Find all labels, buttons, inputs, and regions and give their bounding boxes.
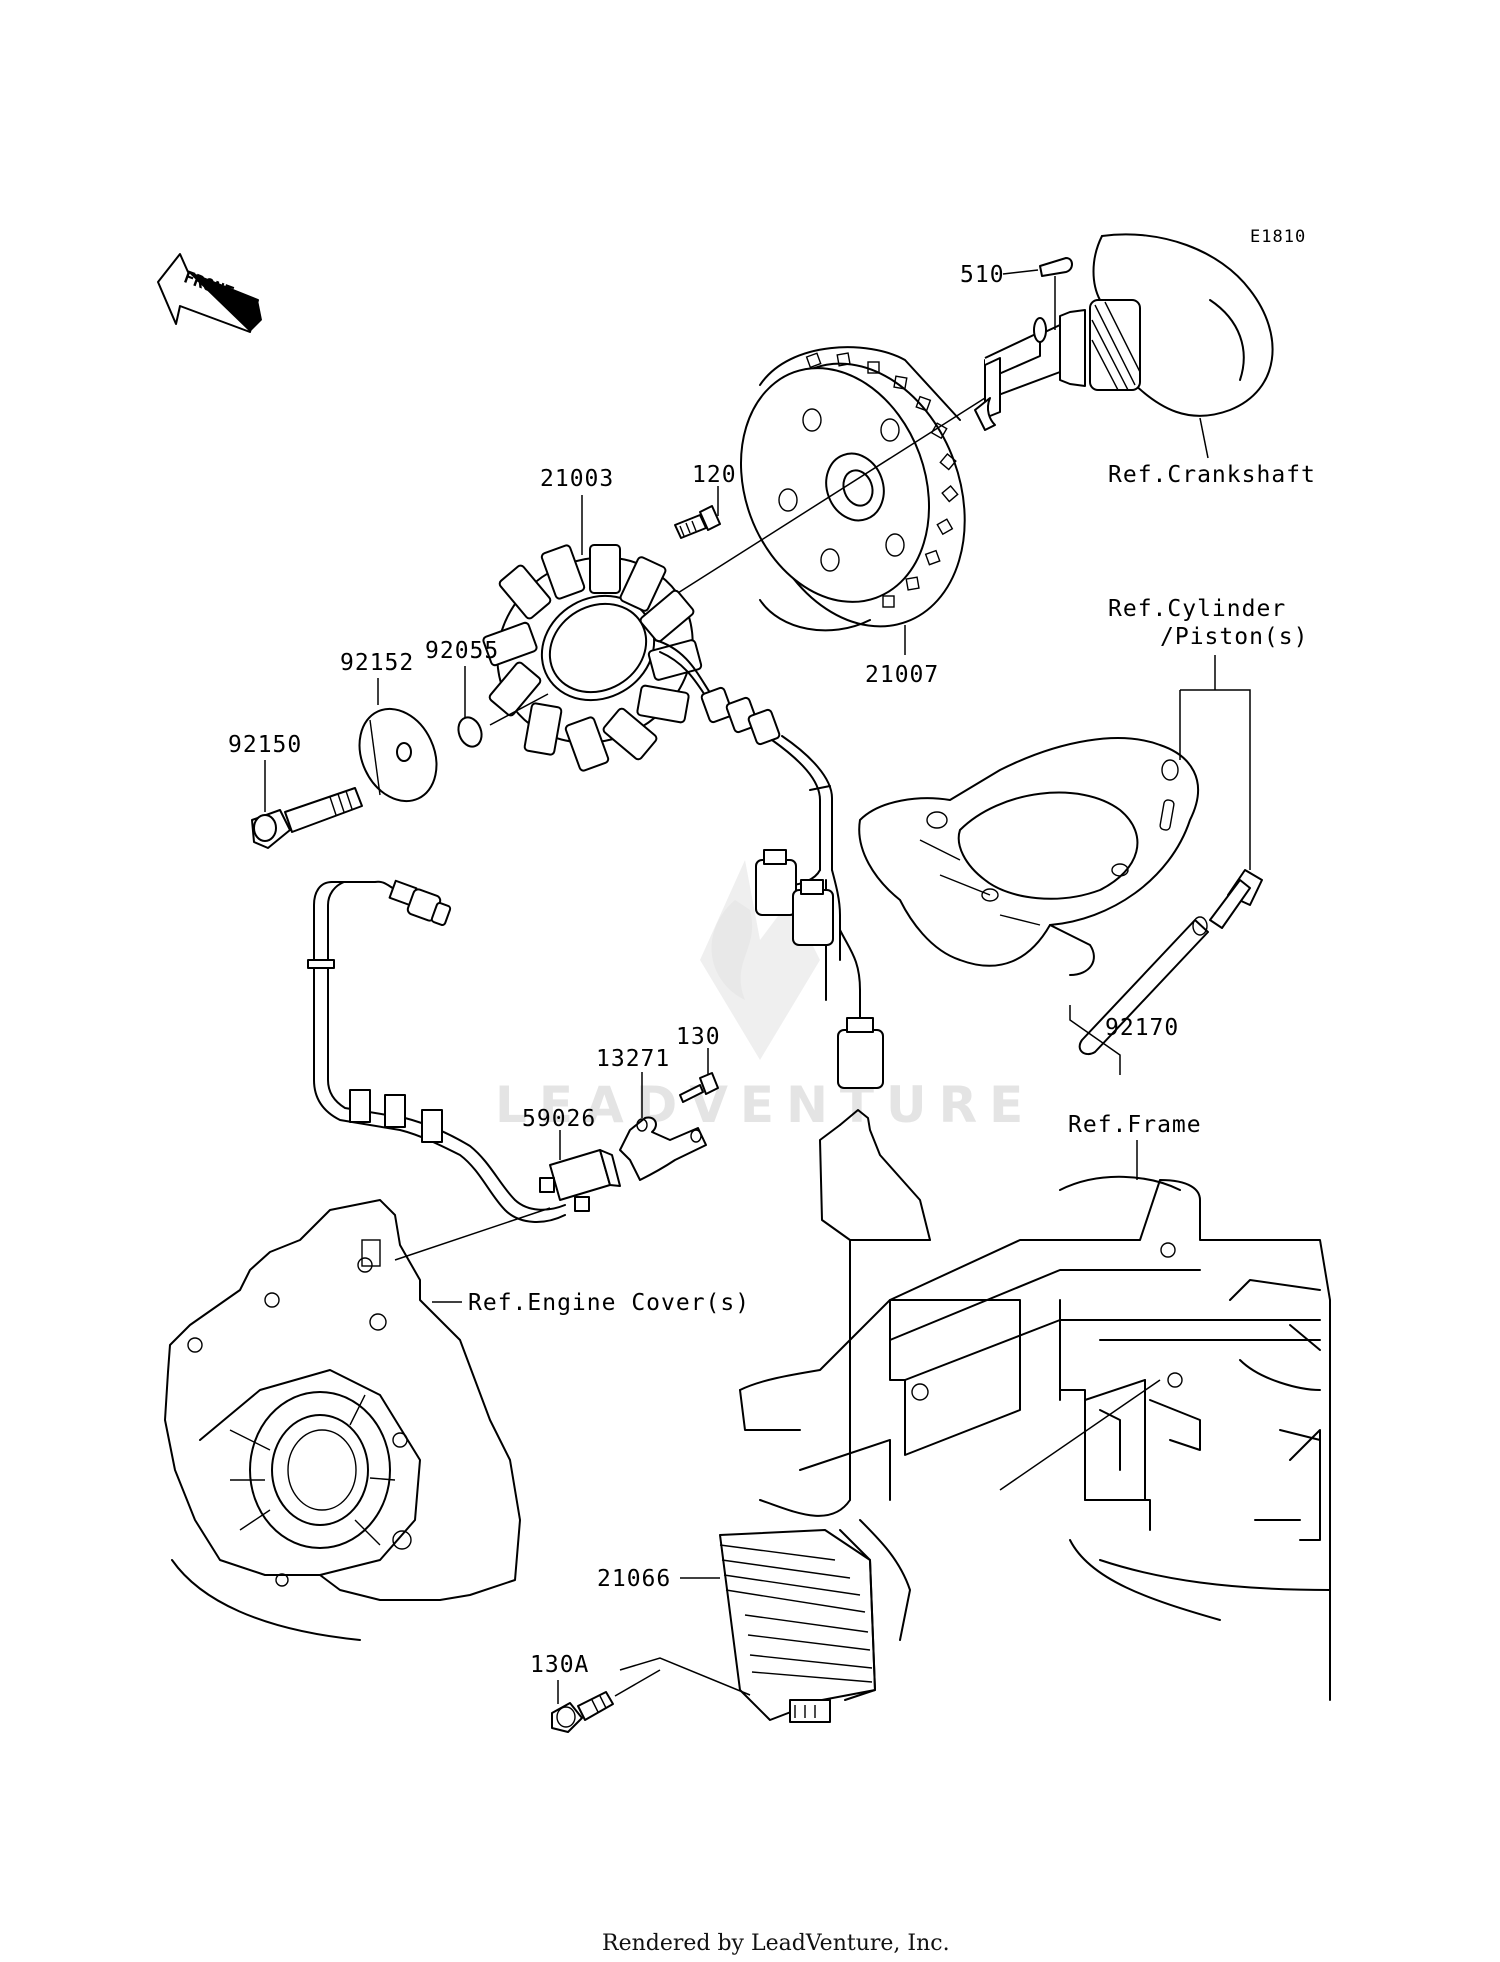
ref-label-engine-cover: Ref.Engine Cover(s) xyxy=(468,1290,750,1316)
ref-label-crankshaft: Ref.Crankshaft xyxy=(1108,462,1316,488)
part-label-21003: 21003 xyxy=(540,466,614,492)
bracket-13271-drawing xyxy=(619,1048,719,1181)
bolt-92150-drawing xyxy=(251,760,363,849)
part-label-92152: 92152 xyxy=(340,650,414,676)
engine-cover-reference-drawing xyxy=(164,1199,551,1641)
crankshaft-reference-drawing xyxy=(974,233,1274,431)
part-label-130A: 130A xyxy=(530,1652,589,1678)
part-label-92170: 92170 xyxy=(1105,1015,1179,1041)
ref-label-cylinder-line1: Ref.Cylinder xyxy=(1108,596,1286,622)
part-label-59026: 59026 xyxy=(522,1106,596,1132)
wiring-harness-drawing xyxy=(307,879,621,1223)
part-label-92055: 92055 xyxy=(425,638,499,664)
part-label-510: 510 xyxy=(960,262,1005,288)
plate-drawing xyxy=(358,678,438,803)
stator-drawing xyxy=(482,544,884,1089)
front-arrow-icon: FRONT xyxy=(157,253,262,333)
rotor-flywheel-drawing xyxy=(669,346,986,632)
part-label-21066: 21066 xyxy=(597,1566,671,1592)
diagram-code: E1810 xyxy=(1250,227,1306,247)
regulator-drawing xyxy=(619,1529,876,1723)
watermark-text: LEADVENTURE xyxy=(495,1076,1035,1134)
part-label-130: 130 xyxy=(676,1024,721,1050)
part-label-21007: 21007 xyxy=(865,662,939,688)
footer-credit: Rendered by LeadVenture, Inc. xyxy=(602,1931,950,1956)
o-ring-drawing xyxy=(457,666,483,748)
cylinder-reference-drawing xyxy=(858,655,1251,976)
ref-label-frame: Ref.Frame xyxy=(1068,1112,1202,1138)
bolt-120-drawing xyxy=(674,486,721,539)
part-label-92150: 92150 xyxy=(228,732,302,758)
ref-label-cylinder-line2: /Piston(s) xyxy=(1160,624,1308,650)
part-label-120: 120 xyxy=(692,462,737,488)
part-label-13271: 13271 xyxy=(596,1046,670,1072)
bolt-130a-drawing xyxy=(551,1669,661,1733)
frame-reference-drawing xyxy=(739,1109,1331,1701)
bolt-92170-drawing xyxy=(1069,869,1263,1075)
